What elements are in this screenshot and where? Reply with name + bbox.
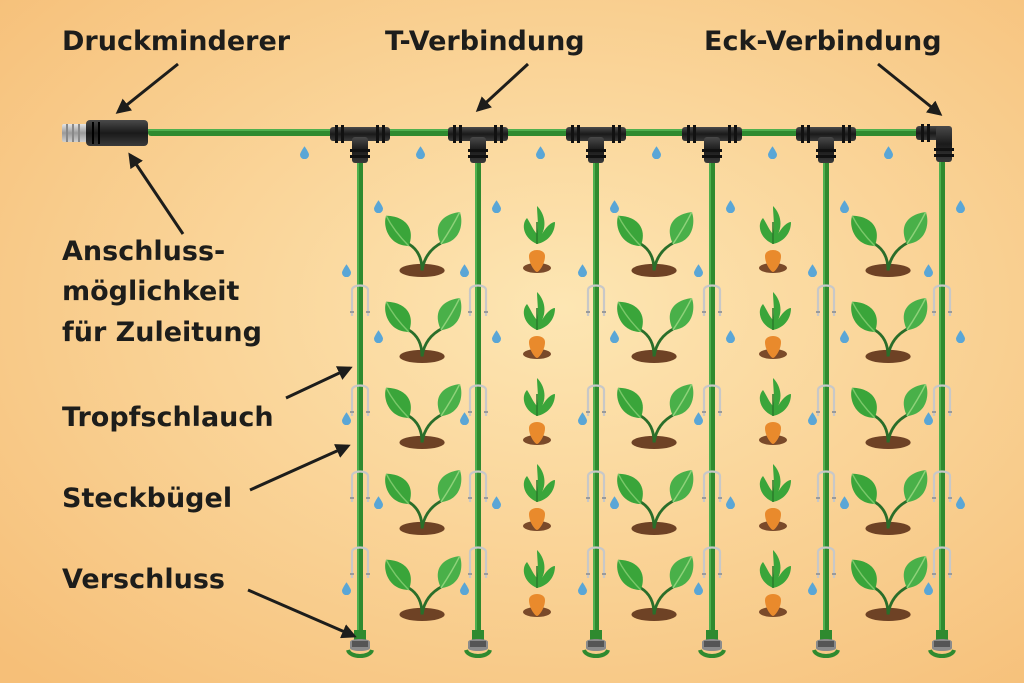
drip-hose-line — [357, 150, 363, 640]
drip-hose-highlight — [939, 150, 941, 640]
arrow-icon — [249, 444, 351, 492]
label-t-connector: T-Verbindung — [385, 26, 585, 57]
arrow-icon — [285, 366, 353, 400]
drip-hose-line — [475, 150, 481, 640]
arrow-icon — [247, 588, 357, 639]
drip-hoses — [357, 150, 945, 640]
arrow-icon — [877, 62, 943, 116]
drip-hose-highlight — [823, 150, 825, 640]
label-stake: Steckbügel — [62, 483, 232, 514]
drip-hose-line — [593, 150, 599, 640]
label-supply-connection-line1: Anschluss- — [62, 236, 225, 267]
label-pressure-reducer: Druckminderer — [62, 26, 291, 57]
pressure-reducer — [62, 120, 148, 146]
drip-hose-line — [939, 150, 945, 640]
drip-hose-line — [823, 150, 829, 640]
drip-hose-highlight — [593, 150, 595, 640]
label-supply-connection-line3: für Zuleitung — [62, 317, 262, 348]
leader-arrows — [115, 62, 943, 639]
drip-hose-line — [709, 150, 715, 640]
drip-hose-highlight — [709, 150, 711, 640]
arrow-icon — [115, 62, 179, 114]
drip-hose-highlight — [357, 150, 359, 640]
label-supply-connection-line2: möglichkeit — [62, 276, 240, 307]
drip-hose-highlight — [475, 150, 477, 640]
labels: Druckminderer T-Verbindung Eck-Verbindun… — [62, 26, 942, 595]
label-drip-hose: Tropfschlauch — [62, 402, 274, 433]
arrow-icon — [475, 62, 530, 113]
arrow-icon — [128, 152, 185, 235]
label-end-cap: Verschluss — [62, 564, 225, 595]
label-elbow-connector: Eck-Verbindung — [704, 26, 942, 57]
